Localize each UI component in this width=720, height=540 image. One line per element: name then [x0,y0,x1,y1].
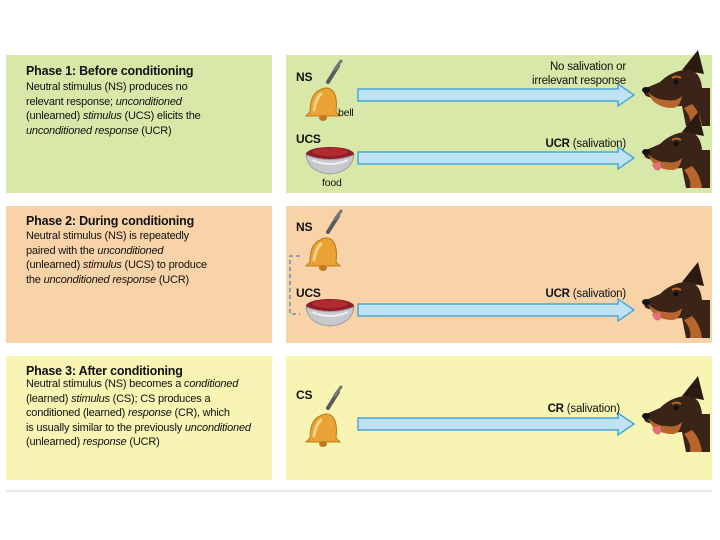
phase2-response: UCR (salivation) [470,288,626,300]
ucr-strong: UCR [545,138,569,150]
ucr-strong-2: UCR [545,288,569,300]
phase1-response-1: No salivation or irrelevant response [470,60,626,88]
phase3-response: CR (salivation) [470,403,620,415]
cr-strong: CR [548,403,564,415]
food-label: food [322,177,342,189]
bell-label: bell [338,107,354,119]
cr-rest: (salivation) [564,403,620,415]
ucs-label-phase1: UCS [296,132,321,146]
resp1-line2: irrelevant response [532,75,626,87]
resp1-line1: No salivation or [550,61,626,73]
phase1-response-2: UCR (salivation) [470,138,626,150]
ucs-label-phase2: UCS [296,286,321,300]
cs-label-phase3: CS [296,388,312,402]
ucr-rest: (salivation) [570,138,626,150]
ns-label-phase1: NS [296,70,312,84]
ns-label-phase2: NS [296,220,312,234]
ucr-rest-2: (salivation) [570,288,626,300]
